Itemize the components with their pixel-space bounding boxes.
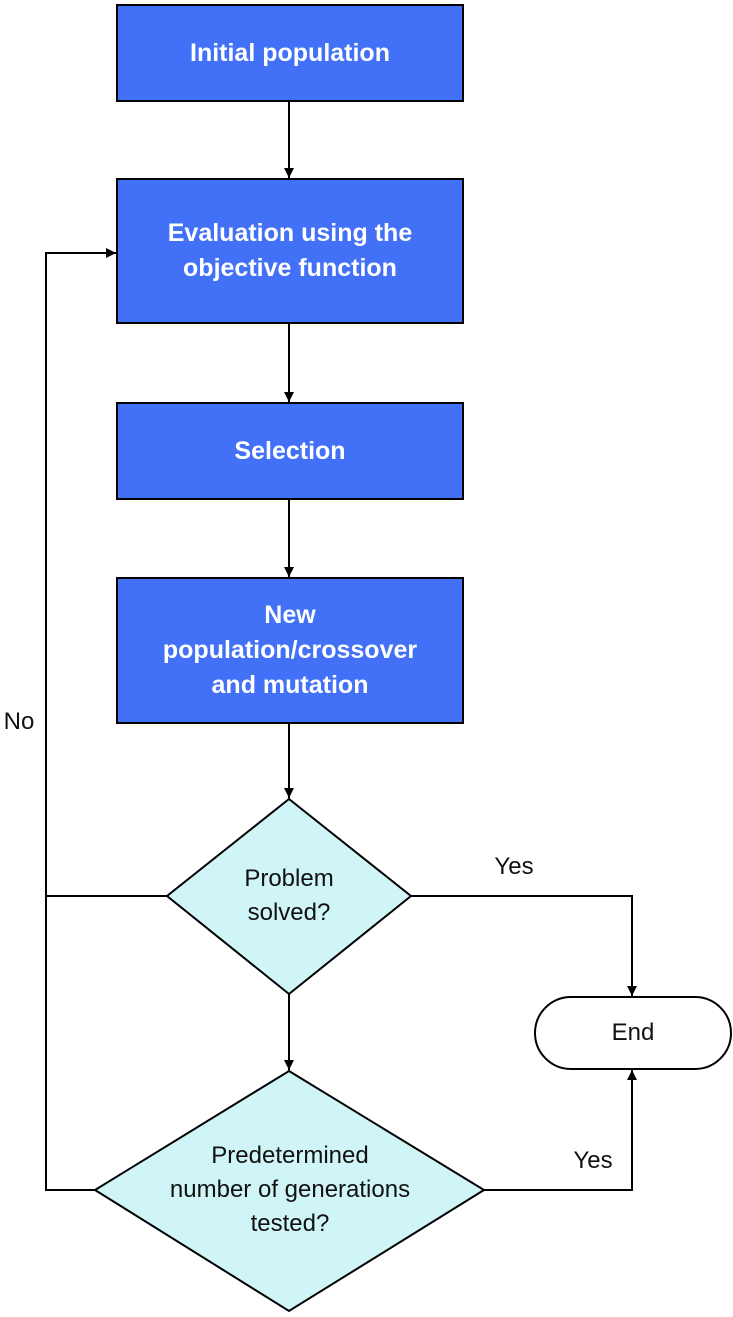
yes-edge-label-problem-solved: Yes [494, 853, 534, 880]
problem-solved-label: Problem solved? [244, 865, 334, 926]
selection-label: Selection [234, 436, 346, 465]
selection-box [116, 402, 464, 500]
yes-edge-label-generations: Yes [573, 1147, 613, 1174]
initial-population-label: Initial population [190, 38, 390, 67]
end-terminal [534, 996, 732, 1070]
predetermined-diamond [93, 1069, 486, 1313]
no-loop-line [45, 248, 116, 1191]
no-edge-label: No [3, 708, 35, 735]
initial-population-box [116, 4, 464, 102]
new-population-box [116, 577, 464, 724]
evaluation-box [116, 178, 464, 324]
new-population-label: New population/crossover and mutation [162, 601, 418, 699]
yes-arrow-predetermined-to-end [484, 1070, 637, 1191]
predetermined-label: Predetermined number of generations test… [169, 1142, 411, 1237]
yes-arrow-problem-solved-to-end [411, 895, 637, 996]
end-label: End [611, 1019, 655, 1046]
evaluation-label: Evaluation using the objective function [167, 219, 413, 282]
